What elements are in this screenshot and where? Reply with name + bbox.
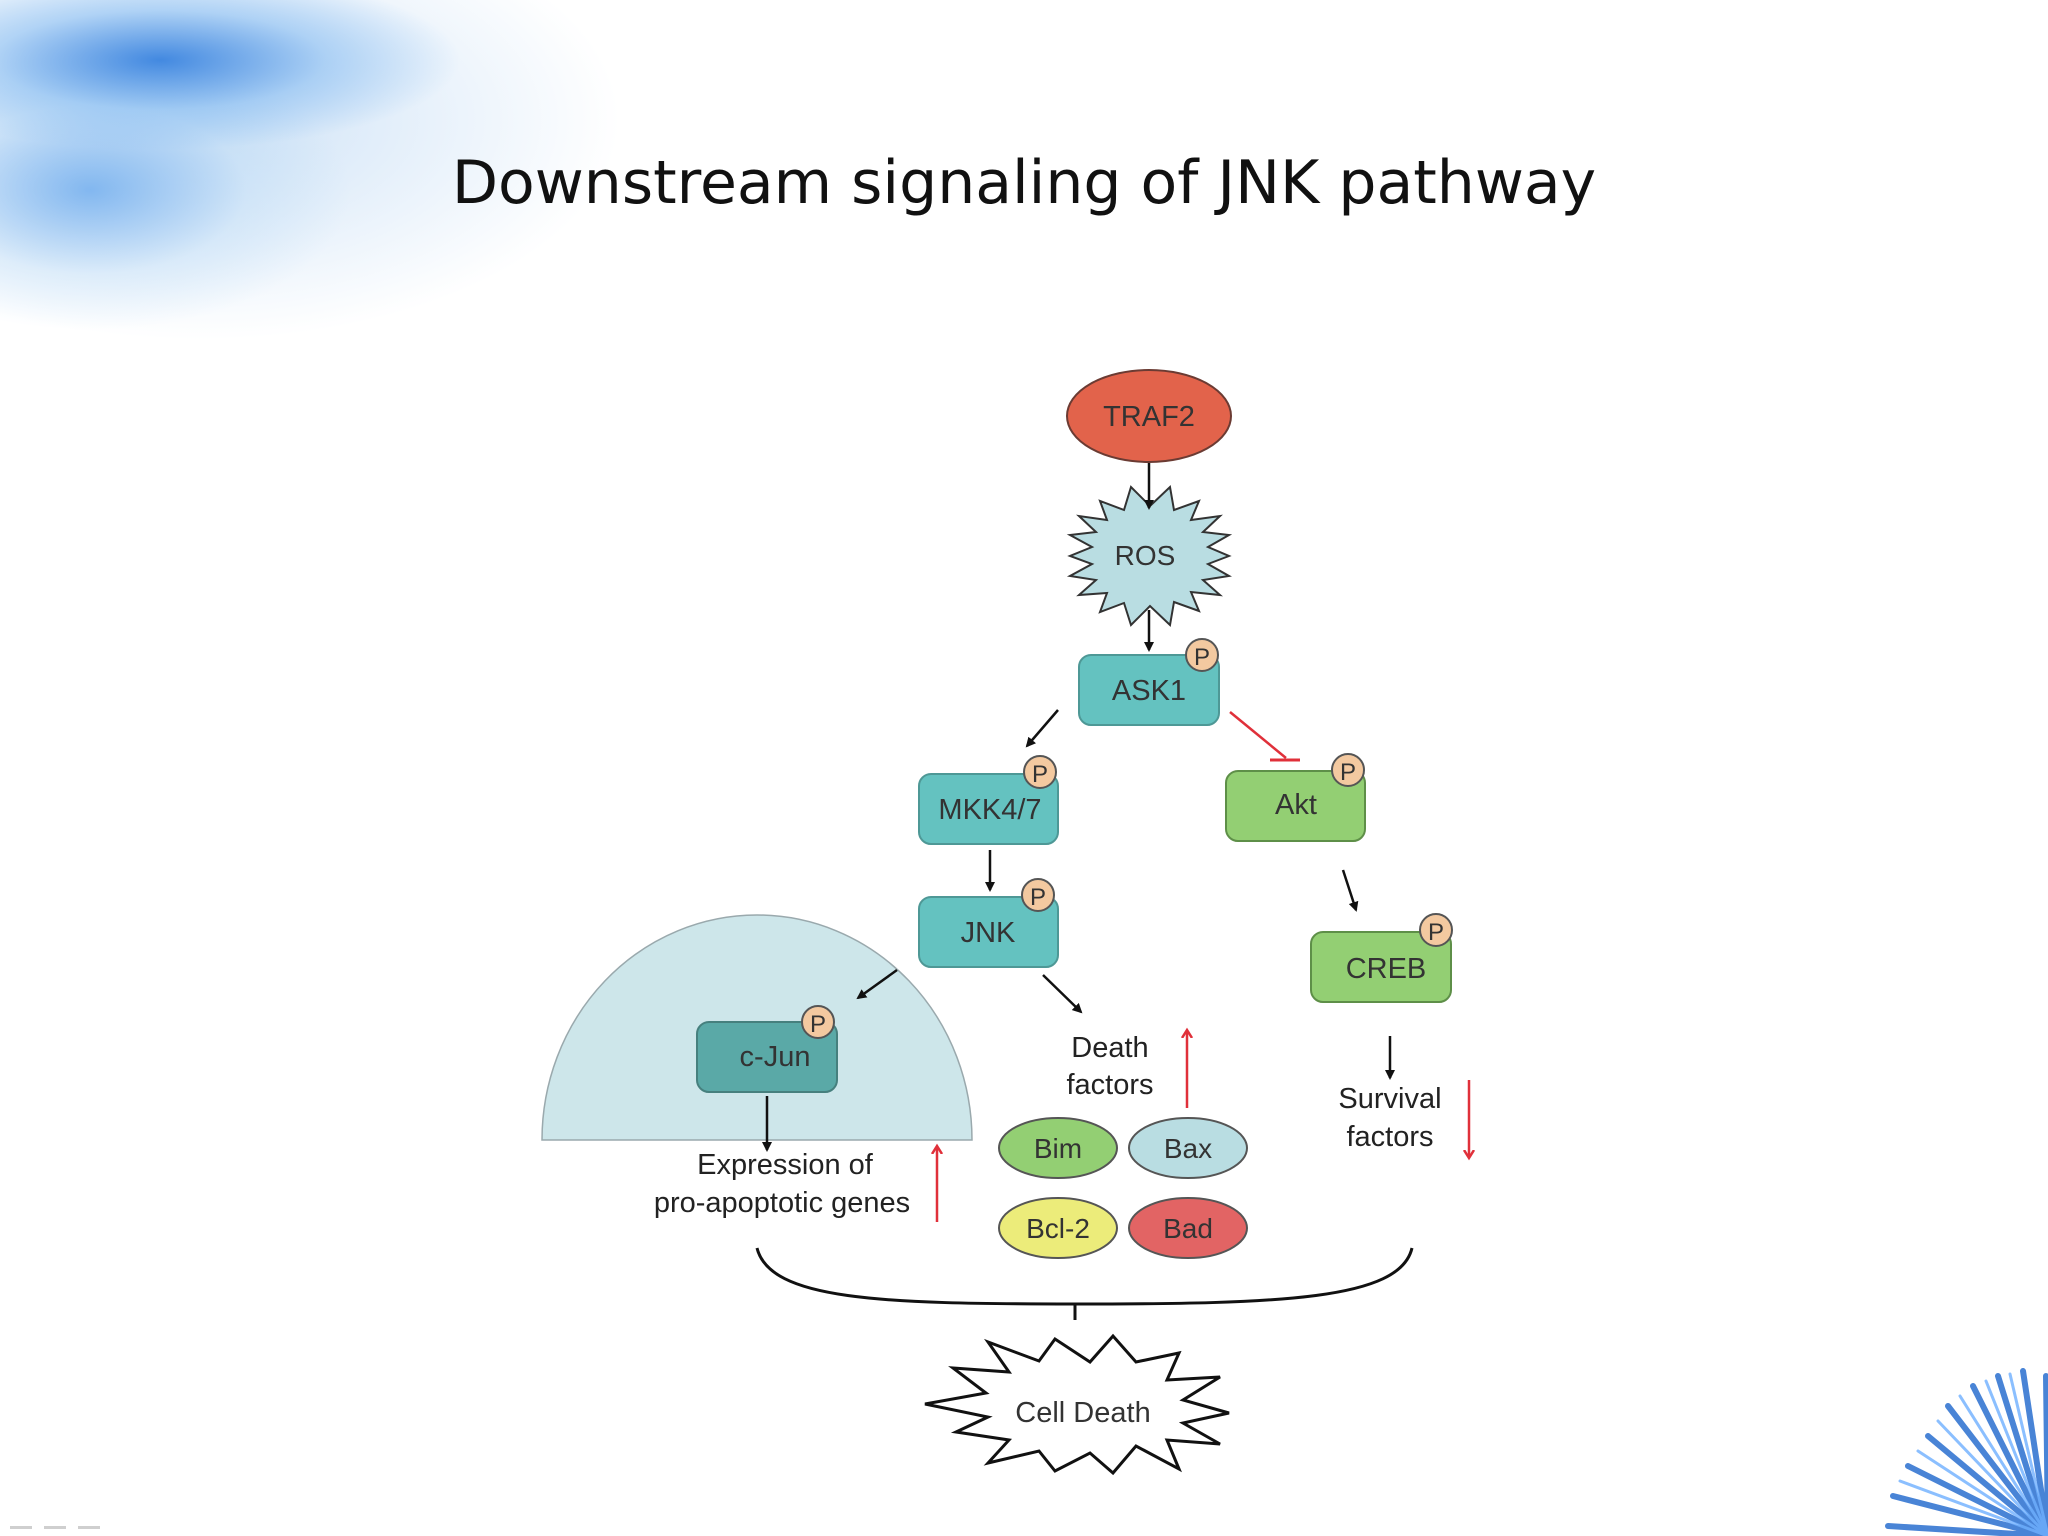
arrow-jnk-to-death-factors <box>1042 974 1083 1014</box>
label-survival-line1: Survival <box>1338 1083 1441 1115</box>
node-bim: Bim <box>998 1117 1118 1179</box>
phospho-badge-label: P <box>1194 644 1210 671</box>
node-ros-label: ROS <box>1115 540 1176 571</box>
node-bad: Bad <box>1128 1197 1248 1259</box>
node-traf2-label: TRAF2 <box>1103 401 1195 433</box>
node-akt: Akt P <box>1225 753 1366 842</box>
node-bax: Bax <box>1128 1117 1248 1179</box>
node-cjun: c-Jun P <box>696 1005 838 1093</box>
menu-icon[interactable] <box>44 1516 66 1529</box>
arrow-ask1-to-mkk47 <box>1025 709 1059 748</box>
node-cjun-label: c-Jun <box>740 1041 811 1073</box>
node-ask1-label: ASK1 <box>1112 675 1186 707</box>
phospho-badge <box>801 1005 835 1039</box>
inhibition-ask1-to-akt <box>1229 711 1300 762</box>
node-mkk47-label: MKK4/7 <box>938 794 1041 826</box>
convergence-bracket <box>755 1247 1414 1306</box>
node-jnk-label: JNK <box>961 917 1016 949</box>
phospho-badge-label: P <box>1340 759 1356 786</box>
phospho-badge <box>1023 755 1057 789</box>
slide-nav-controls[interactable] <box>10 1516 100 1532</box>
node-akt-label: Akt <box>1275 789 1317 821</box>
node-mkk47: MKK4/7 P <box>918 755 1059 845</box>
phospho-badge-label: P <box>1428 919 1444 946</box>
label-survival-line2: factors <box>1346 1121 1433 1153</box>
arrow-jnk-to-cjun <box>856 968 898 1000</box>
node-ros: ROS <box>1066 484 1233 628</box>
label-expression-line1: Expression of <box>697 1149 874 1181</box>
label-death-line1: Death <box>1071 1032 1148 1064</box>
phospho-badge <box>1419 913 1453 947</box>
node-ask1: ASK1 P <box>1078 638 1220 726</box>
slide-title: Downstream signaling of JNK pathway <box>451 148 1597 218</box>
node-bax-label: Bax <box>1164 1133 1212 1164</box>
next-slide-icon[interactable] <box>78 1516 100 1529</box>
node-creb-label: CREB <box>1346 953 1427 985</box>
node-bim-label: Bim <box>1034 1133 1082 1164</box>
node-traf2: TRAF2 <box>1066 369 1232 463</box>
node-cell-death-label: Cell Death <box>1015 1397 1150 1429</box>
node-bad-label: Bad <box>1163 1213 1213 1244</box>
phospho-badge <box>1021 878 1055 912</box>
node-bcl2: Bcl-2 <box>998 1197 1118 1259</box>
phospho-badge <box>1185 638 1219 672</box>
phospho-badge-label: P <box>1032 761 1048 788</box>
prev-slide-icon[interactable] <box>10 1516 32 1529</box>
label-death-line2: factors <box>1066 1069 1153 1101</box>
label-expression-line2: pro-apoptotic genes <box>654 1187 910 1219</box>
node-cell-death: Cell Death <box>924 1333 1230 1476</box>
arrow-akt-to-creb <box>1341 869 1359 912</box>
node-creb: CREB P <box>1310 913 1453 1003</box>
phospho-badge-label: P <box>810 1011 826 1038</box>
phospho-badge-label: P <box>1030 884 1046 911</box>
phospho-badge <box>1331 753 1365 787</box>
node-jnk: JNK P <box>918 878 1059 968</box>
node-bcl2-label: Bcl-2 <box>1026 1213 1090 1244</box>
decorative-swoosh-top-left <box>0 0 620 360</box>
